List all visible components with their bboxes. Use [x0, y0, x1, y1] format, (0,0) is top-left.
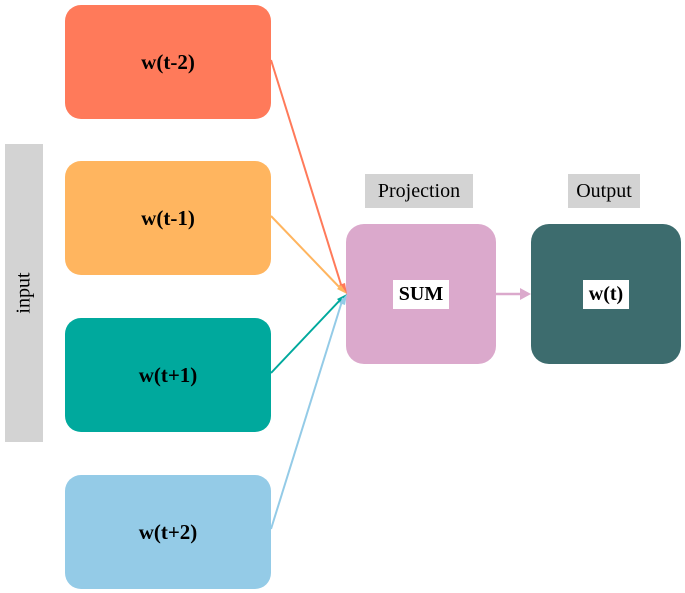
sum-label: SUM — [392, 279, 450, 309]
word-label: w(t-1) — [141, 205, 195, 230]
connector-line-t-plus-2 — [270, 297, 344, 530]
word-label: w(t+2) — [138, 519, 198, 544]
word-box-t-minus-2: w(t-2) — [65, 5, 271, 119]
word-box-t-plus-1: w(t+1) — [65, 318, 271, 432]
output-box: w(t) — [531, 224, 681, 364]
projection-to-output-arrowhead — [520, 288, 531, 300]
projection-header: Projection — [365, 174, 473, 208]
connector-line-t-minus-1 — [270, 215, 343, 291]
output-word-label: w(t) — [582, 279, 630, 309]
word-box-t-minus-1: w(t-1) — [65, 161, 271, 275]
word-box-t-plus-2: w(t+2) — [65, 475, 271, 589]
input-bar — [5, 144, 43, 442]
output-header: Output — [568, 174, 640, 208]
projection-box: SUM — [346, 224, 496, 364]
word-label: w(t+1) — [138, 362, 198, 387]
word-label: w(t-2) — [141, 49, 195, 74]
connector-line-t-minus-2 — [270, 59, 344, 292]
input-label: input — [12, 272, 35, 314]
connector-line-t-plus-1 — [270, 297, 343, 374]
